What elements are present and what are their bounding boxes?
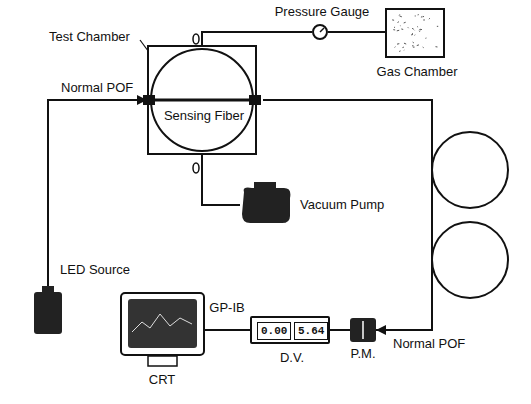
display-reading: 5.64 bbox=[294, 322, 328, 340]
test-chamber-drawing bbox=[149, 47, 259, 157]
pressure-gauge-drawing bbox=[314, 26, 330, 42]
chamber-label: Test Chamber bbox=[49, 29, 130, 45]
fiber-connector bbox=[48, 100, 147, 292]
led-source: LED Source bbox=[34, 292, 62, 334]
valve-symbol bbox=[193, 34, 199, 44]
test-chamber: Test ChamberSensing Fiber bbox=[147, 45, 257, 155]
power-meter-drawing bbox=[350, 318, 376, 342]
digital-voltmeter: D.V.0.005.64 bbox=[250, 316, 330, 344]
source-label: LED Source bbox=[60, 262, 130, 278]
fiber-connector bbox=[330, 329, 350, 331]
pressure-gauge: Pressure Gauge bbox=[312, 24, 328, 40]
fiber-connector bbox=[202, 155, 240, 205]
pump-label: Vacuum Pump bbox=[300, 197, 384, 213]
vacuum-pump-drawing bbox=[240, 186, 292, 224]
fiber-label: Sensing Fiber bbox=[164, 108, 244, 124]
crt-monitor-drawing bbox=[120, 292, 205, 368]
gas-chamber-drawing bbox=[387, 10, 447, 60]
crt-monitor: CRT bbox=[120, 292, 205, 368]
chamber-label: Gas Chamber bbox=[377, 64, 458, 80]
valve-symbol bbox=[193, 163, 199, 173]
fiber-connector bbox=[202, 32, 312, 45]
connector-label: Normal POF bbox=[392, 336, 466, 352]
vacuum-pump: Vacuum Pump bbox=[240, 186, 292, 224]
fiber-coil bbox=[432, 132, 508, 208]
meter-label: P.M. bbox=[350, 346, 375, 362]
fiber-connector bbox=[328, 31, 385, 33]
fiber-connector bbox=[205, 329, 250, 331]
connector-label: GP-IB bbox=[208, 300, 245, 316]
gas-chamber: Gas Chamber bbox=[385, 8, 445, 58]
display-reading: 0.00 bbox=[257, 322, 291, 340]
gauge-label: Pressure Gauge bbox=[275, 4, 370, 20]
voltmeter-label: D.V. bbox=[280, 350, 304, 366]
power-meter: P.M. bbox=[350, 318, 376, 342]
fiber-coil bbox=[432, 222, 508, 298]
monitor-label: CRT bbox=[149, 372, 175, 388]
connector-label: Normal POF bbox=[60, 80, 134, 96]
led-source-drawing bbox=[34, 292, 62, 334]
